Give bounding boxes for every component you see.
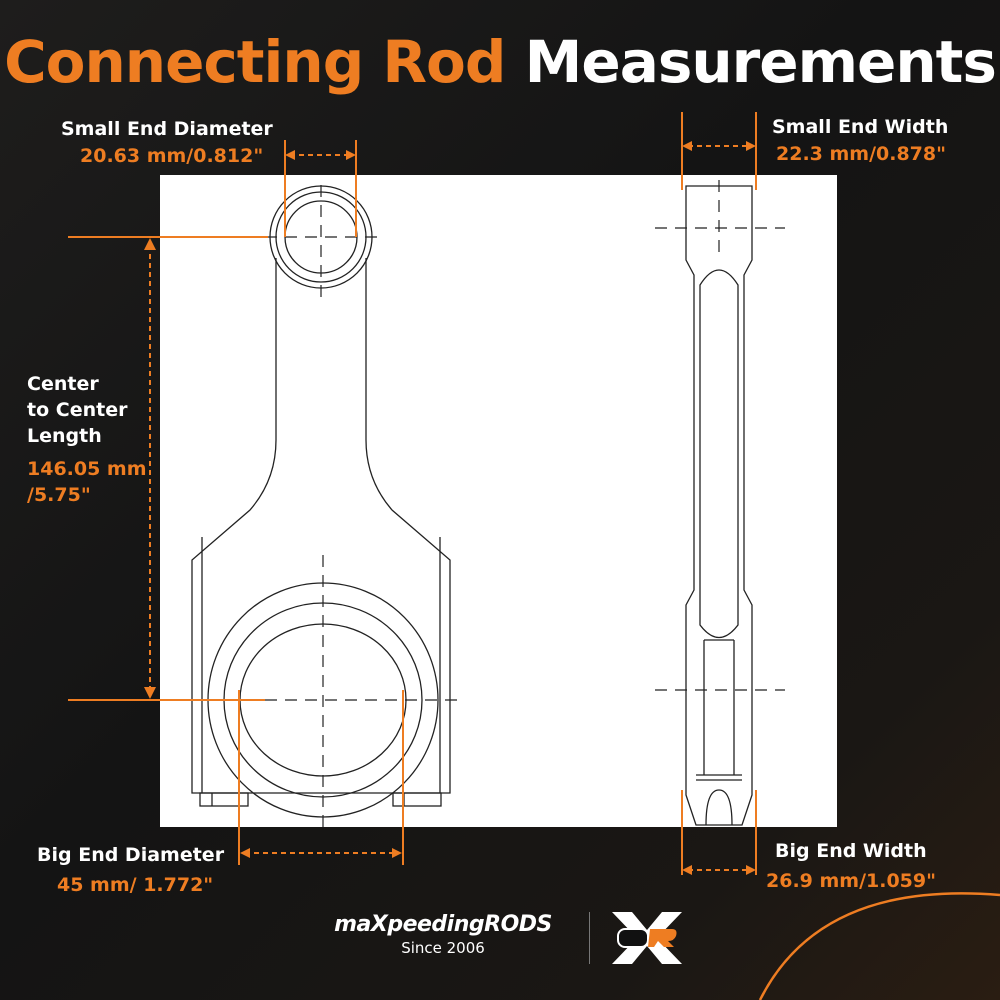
center-lines bbox=[185, 180, 785, 830]
big-end-width-label: Big End Width bbox=[775, 840, 927, 862]
center-to-center-value: 146.05 mm /5.75" bbox=[27, 458, 147, 506]
front-view bbox=[191, 185, 451, 818]
side-view bbox=[685, 185, 753, 826]
big-end-diameter-label: Big End Diameter bbox=[37, 844, 225, 866]
small-end-width-value: 22.3 mm/0.878" bbox=[776, 143, 947, 165]
page-title: Connecting Rod Measurements bbox=[4, 28, 997, 96]
brand-logo: maXpeedingRODS Since 2006 bbox=[334, 912, 552, 957]
logo-divider bbox=[589, 912, 590, 964]
small-end-width-label: Small End Width bbox=[772, 116, 949, 138]
drawing-panel bbox=[160, 175, 837, 827]
small-end-diameter-value: 20.63 mm/0.812" bbox=[80, 145, 264, 167]
big-end-diameter-value: 45 mm/ 1.772" bbox=[57, 874, 214, 896]
center-to-center-label: Center to Center Length bbox=[27, 373, 128, 447]
or-badge-logo: OR bbox=[612, 912, 682, 964]
big-end-width-value: 26.9 mm/1.059" bbox=[766, 870, 937, 892]
dimension-lines bbox=[68, 112, 1000, 1000]
small-end-diameter-label: Small End Diameter bbox=[61, 118, 273, 140]
dimension-arrows bbox=[144, 141, 756, 875]
